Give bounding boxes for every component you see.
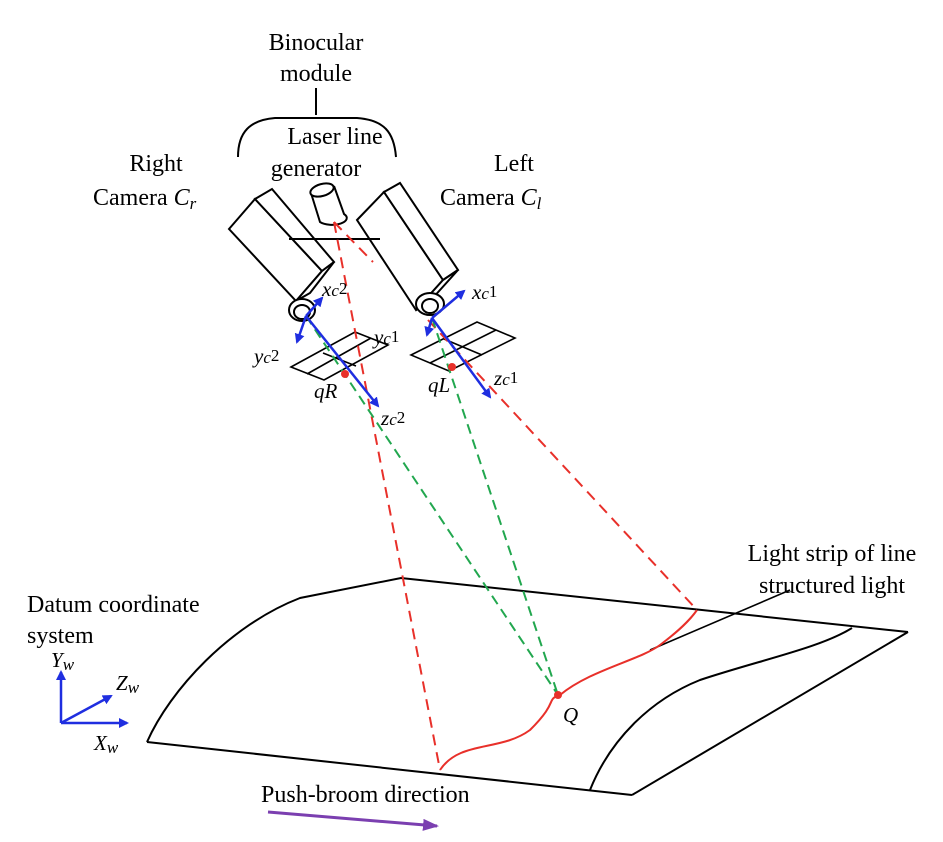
light-strip-curve (439, 609, 698, 771)
left-axis-y-label: yc1 (372, 325, 399, 349)
right-camera-symbol: C (174, 185, 191, 211)
point-ql-label: qL (428, 373, 450, 397)
laser-label-line1: Laser line (287, 124, 382, 150)
binocular-label-line2: module (280, 61, 352, 87)
left-image-plane (409, 321, 517, 372)
left-camera-body (355, 181, 460, 316)
point-q-label: Q (563, 703, 578, 727)
right-camera-word: Camera (93, 185, 168, 211)
left-camera-axes (424, 289, 492, 399)
right-camera-sub: r (190, 194, 197, 213)
light-strip-label-line2: structured light (759, 573, 905, 599)
light-strip-label-line1: Light strip of line (748, 541, 917, 567)
right-camera-axes (294, 296, 380, 408)
push-broom-label: Push-broom direction (261, 782, 470, 808)
right-axis-z-label: zc2 (380, 406, 405, 430)
binocular-bracket (237, 88, 397, 158)
datum-label-line1: Datum coordinate (27, 592, 200, 618)
right-axis-y-label: yc2 (252, 344, 279, 368)
optical-rays (305, 315, 559, 696)
point-q-marker (554, 691, 562, 699)
left-camera-sub: l (537, 194, 542, 213)
laser-generator-icon (309, 182, 348, 226)
point-qr-marker (341, 370, 349, 378)
datum-label-line2: system (27, 623, 94, 649)
workpiece-surface (146, 576, 909, 796)
left-camera-label-line1: Left (494, 151, 534, 177)
right-axis-x-label: xc2 (321, 277, 347, 301)
push-broom-arrow (267, 810, 439, 831)
world-axes (56, 670, 129, 728)
left-camera-symbol: C (521, 185, 538, 211)
left-camera-word: Camera (440, 185, 515, 211)
laser-label-line2: generator (271, 156, 362, 182)
binocular-label-line1: Binocular (269, 30, 364, 56)
laser-rays (333, 221, 698, 771)
left-axis-x-label: xc1 (471, 280, 497, 304)
right-camera-label-line1: Right (129, 151, 183, 177)
world-axis-z-label: Zw (116, 671, 140, 697)
point-ql-marker (448, 363, 456, 371)
left-axis-z-label: zc1 (493, 366, 518, 390)
world-axis-x-label: Xw (93, 731, 119, 757)
world-axis-y-label: Yw (51, 648, 75, 674)
point-qr-label: qR (314, 379, 338, 403)
light-strip-leader (649, 589, 791, 651)
